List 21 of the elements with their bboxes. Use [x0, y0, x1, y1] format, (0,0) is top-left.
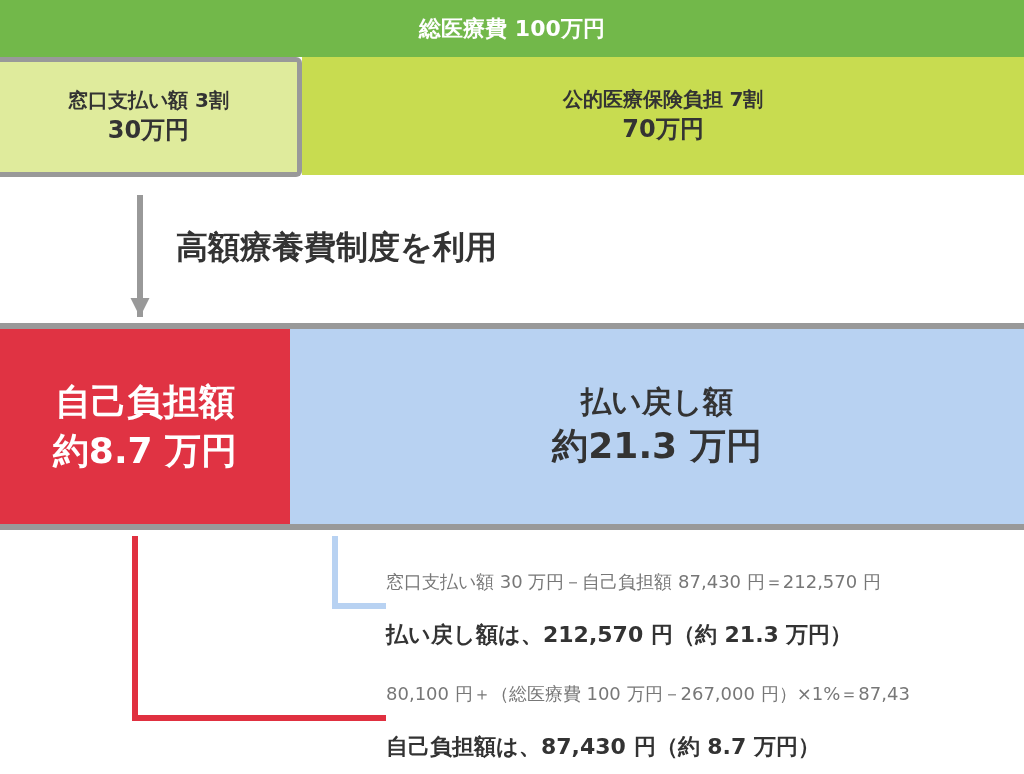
leader-line: [332, 536, 386, 609]
formula-text: 80,100 円＋（総医療費 100 万円－267,000 円）×1%＝87,43: [386, 682, 910, 706]
box-heading: 公的医療保険負担 7割: [562, 86, 764, 114]
payment-box: [0, 57, 302, 177]
box-heading: 総医療費 100万円: [419, 14, 605, 43]
result-text: 自己負担額は、87,430 円（約 8.7 万円）: [386, 733, 820, 762]
box-heading: 自己負担額: [55, 379, 235, 424]
box-heading: 払い戻し額: [581, 382, 733, 421]
self-pay-box: [0, 323, 290, 530]
formula-text: 窓口支払い額 30 万円－自己負担額 87,430 円＝212,570 円: [386, 570, 881, 594]
amount-text: 70万円: [622, 114, 704, 146]
arrow: [130, 195, 150, 317]
insurance-box: [302, 57, 1024, 175]
leader-line: [132, 536, 386, 721]
amount-text: 約21.3 万円: [552, 424, 762, 469]
box-heading: 窓口支払い額 3割: [68, 87, 229, 115]
total-band: [0, 0, 1024, 57]
result-text: 払い戻し額は、212,570 円（約 21.3 万円）: [386, 621, 853, 650]
refund-box: [290, 323, 1024, 530]
amount-text: 30万円: [107, 115, 190, 147]
amount-text: 約8.7 万円: [52, 428, 238, 473]
